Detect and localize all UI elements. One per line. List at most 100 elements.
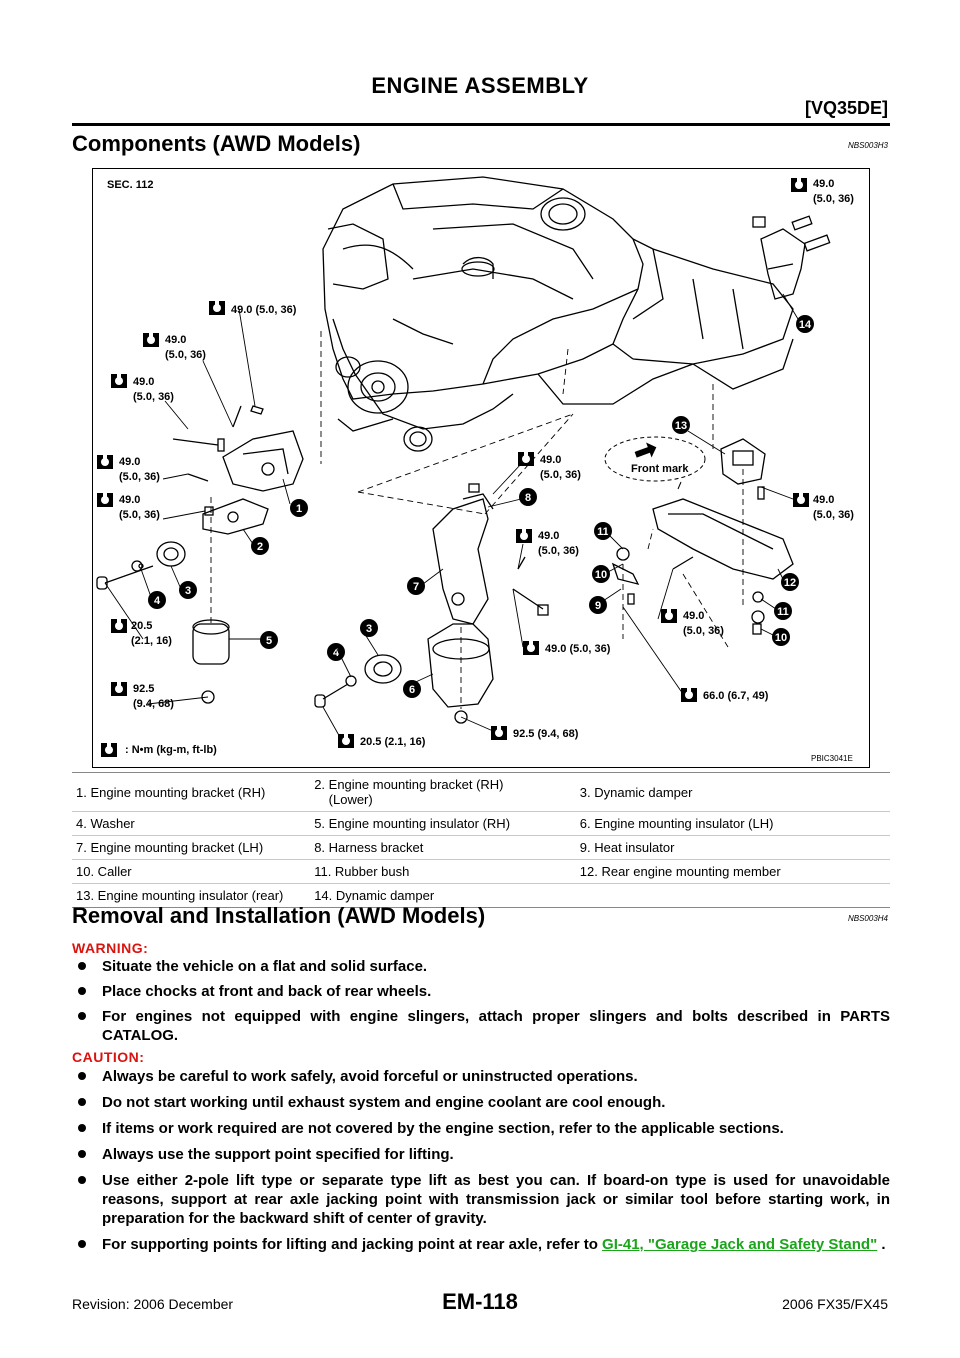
warning-list: Situate the vehicle on a flat and solid …	[72, 957, 890, 1045]
bullet-icon	[78, 1150, 86, 1158]
torque-label: 49.0(5.0, 36)	[813, 178, 854, 205]
torque-label: 49.0(5.0, 36)	[683, 610, 724, 637]
torque-label: 49.0 (5.0, 36)	[231, 304, 297, 316]
torque-label: 49.0(5.0, 36)	[540, 454, 581, 481]
callout-8: 8	[519, 488, 537, 506]
callout-4: 4	[148, 591, 166, 609]
callout-4: 4	[327, 643, 345, 661]
svg-text:10: 10	[595, 569, 607, 581]
legend-cell: 6. Engine mounting insulator (LH)	[575, 811, 890, 836]
header-rule	[72, 123, 890, 126]
page-header-title: ENGINE ASSEMBLY	[371, 73, 589, 98]
callout-12: 12	[781, 573, 799, 591]
bullet-icon	[78, 962, 86, 970]
torque-label: 49.0(5.0, 36)	[813, 494, 854, 521]
bullet-icon	[78, 1124, 86, 1132]
removal-section-code: NBS003H4	[847, 914, 888, 923]
svg-text:9: 9	[595, 600, 601, 612]
torque-label: 49.0 (5.0, 36)	[545, 643, 611, 655]
torque-label: 49.0(5.0, 36)	[538, 530, 579, 557]
components-section-title: Components (AWD Models)	[72, 131, 361, 156]
footer-model: 2006 FX35/FX45	[782, 1296, 888, 1312]
warning-label: WARNING:	[72, 940, 149, 956]
callout-10: 10	[772, 628, 790, 646]
svg-text:7: 7	[413, 581, 419, 593]
svg-text:3: 3	[366, 623, 372, 635]
svg-text:2: 2	[257, 541, 263, 553]
torque-label: 20.5 (2.1, 16)	[360, 736, 426, 748]
torque-label: 49.0(5.0, 36)	[119, 494, 160, 521]
components-legend-table: 1. Engine mounting bracket (RH) 2. Engin…	[72, 772, 890, 908]
caution-label: CAUTION:	[72, 1049, 145, 1065]
legend-cell: 2. Engine mounting bracket (RH) (Lower)	[310, 772, 576, 812]
legend-cell: 10. Caller	[72, 859, 311, 884]
callout-9: 9	[589, 596, 607, 614]
bullet-icon	[78, 1176, 86, 1184]
bullet-icon	[78, 1240, 86, 1248]
legend-cell	[575, 883, 890, 908]
components-section-code: NBS003H3	[847, 141, 888, 150]
svg-text:6: 6	[409, 684, 415, 696]
legend-cell: 4. Washer	[72, 811, 311, 836]
engine-illustration	[322, 176, 794, 452]
legend-cell: 8. Harness bracket	[310, 835, 576, 860]
legend-cell: 13. Engine mounting insulator (rear)	[72, 883, 311, 908]
legend-cell: 5. Engine mounting insulator (RH)	[310, 811, 576, 836]
footer-revision: Revision: 2006 December	[72, 1296, 234, 1312]
callout-6: 6	[403, 680, 421, 698]
legend-cell: 3. Dynamic damper	[575, 772, 890, 812]
svg-text:4: 4	[154, 595, 161, 607]
svg-text:11: 11	[597, 526, 609, 538]
caution-item: Always be careful to work safely, avoid …	[72, 1067, 890, 1086]
svg-text:8: 8	[525, 492, 531, 504]
callout-7: 7	[407, 577, 425, 595]
warning-item: Situate the vehicle on a flat and solid …	[72, 957, 890, 976]
svg-text:12: 12	[784, 577, 796, 589]
engine-mount-figure: Front mark SEC. 112 PBIC3041E : N•m (kg-…	[92, 168, 870, 768]
callout-10: 10	[592, 565, 610, 583]
torque-label: 92.5(9.4, 68)	[133, 683, 174, 710]
torque-label: 49.0(5.0, 36)	[133, 376, 174, 403]
torque-label: 49.0(5.0, 36)	[119, 456, 160, 483]
garage-jack-link[interactable]: GI-41, "Garage Jack and Safety Stand"	[602, 1236, 878, 1253]
caution-item: If items or work required are not covere…	[72, 1119, 890, 1138]
unit-legend: : N•m (kg-m, ft-lb)	[125, 744, 217, 756]
callout-11: 11	[594, 522, 612, 540]
legend-cell: 12. Rear engine mounting member	[575, 859, 890, 884]
bullet-icon	[78, 1098, 86, 1106]
caution-list: Always be careful to work safely, avoid …	[72, 1067, 890, 1254]
svg-text:4: 4	[333, 647, 340, 659]
svg-text:5: 5	[266, 635, 272, 647]
legend-cell: 9. Heat insulator	[575, 835, 890, 860]
legend-cell: 11. Rubber bush	[310, 859, 576, 884]
removal-section-title: Removal and Installation (AWD Models)	[72, 903, 486, 928]
legend-cell: 14. Dynamic damper	[310, 883, 576, 908]
front-mark-label: Front mark	[631, 463, 689, 475]
svg-text:14: 14	[799, 319, 812, 331]
warning-item: For engines not equipped with engine sli…	[72, 1007, 890, 1045]
footer-page-number: EM-118	[442, 1289, 518, 1314]
callout-14: 14	[796, 315, 814, 333]
callout-11: 11	[774, 602, 792, 620]
callout-3: 3	[360, 619, 378, 637]
svg-text:1: 1	[296, 503, 302, 515]
warning-item: Place chocks at front and back of rear w…	[72, 982, 890, 1001]
figure-id: PBIC3041E	[811, 754, 853, 763]
callout-5: 5	[260, 631, 278, 649]
bullet-icon	[78, 1012, 86, 1020]
callout-2: 2	[251, 537, 269, 555]
svg-text:11: 11	[777, 606, 789, 618]
svg-text:13: 13	[675, 420, 687, 432]
caution-item: Always use the support point specified f…	[72, 1145, 890, 1164]
section-number: SEC. 112	[107, 179, 153, 191]
callout-13: 13	[672, 416, 690, 434]
caution-item: Do not start working until exhaust syste…	[72, 1093, 890, 1112]
engine-code: [VQ35DE]	[804, 98, 888, 118]
caution-item: For supporting points for lifting and ja…	[72, 1235, 890, 1254]
svg-text:3: 3	[185, 585, 191, 597]
legend-cell: 7. Engine mounting bracket (LH)	[72, 835, 311, 860]
callout-3: 3	[179, 581, 197, 599]
legend-cell: 1. Engine mounting bracket (RH)	[72, 772, 311, 812]
torque-label: 66.0 (6.7, 49)	[703, 690, 769, 702]
callout-1: 1	[290, 499, 308, 517]
